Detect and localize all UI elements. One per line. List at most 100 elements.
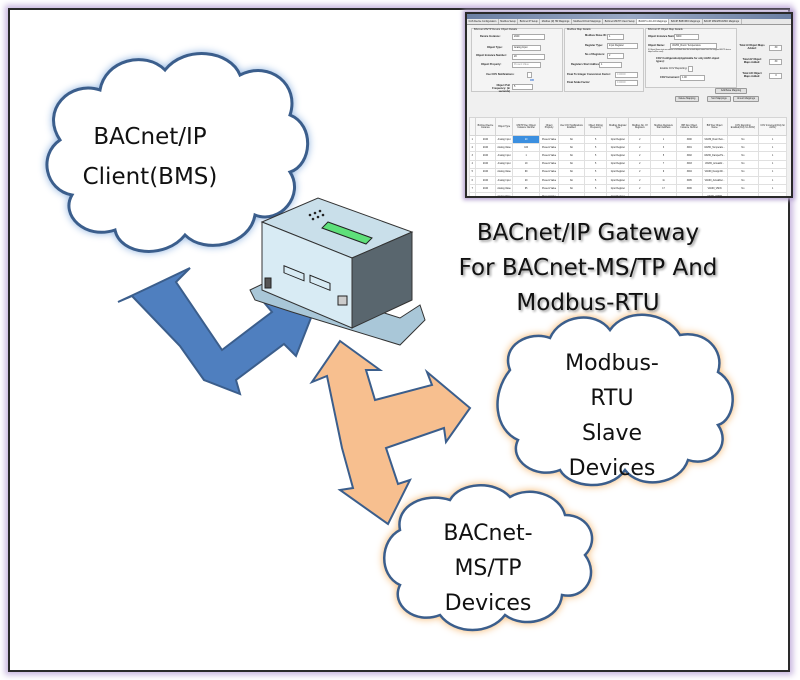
- table-cell[interactable]: 95: [511, 184, 541, 194]
- tab-8[interactable]: BACIP MSI/MSV/MSO Mappings: [703, 19, 742, 24]
- cov-increment-input[interactable]: 1.00: [680, 75, 705, 81]
- table-cell[interactable]: No: [726, 175, 760, 186]
- table-cell[interactable]: 2040: [474, 143, 497, 153]
- table-cell[interactable]: No: [726, 159, 760, 169]
- table-cell[interactable]: 2: [628, 151, 652, 161]
- object-type-select[interactable]: Analog Input: [512, 45, 541, 51]
- table-cell[interactable]: Present Value: [539, 151, 559, 161]
- table-cell[interactable]: VAV#0_Temperatu...: [701, 143, 728, 153]
- table-cell[interactable]: 1: [758, 159, 787, 169]
- table-cell[interactable]: VAV#0_VNOM: [701, 192, 728, 196]
- float-int-input[interactable]: 0.00000: [615, 72, 638, 78]
- table-cell[interactable]: Input Register: [606, 151, 630, 161]
- table-cell[interactable]: 3002: [675, 151, 703, 161]
- table-cell[interactable]: 9: [650, 167, 677, 177]
- table-cell[interactable]: 1: [511, 151, 541, 161]
- tab-2[interactable]: BACnet IP Setup: [518, 19, 541, 24]
- table-cell[interactable]: No: [557, 175, 586, 186]
- table-cell[interactable]: 17: [650, 184, 677, 194]
- object-name-input[interactable]: VAV#0_Room Temperature: [670, 43, 717, 49]
- table-cell[interactable]: 1: [758, 151, 787, 161]
- table-cell[interactable]: 7: [650, 159, 677, 169]
- cov-notifications-checkbox[interactable]: [527, 72, 532, 78]
- table-cell[interactable]: 1: [758, 175, 787, 186]
- table-cell[interactable]: Input Register: [606, 134, 630, 145]
- tab-4[interactable]: Modbus DI/Coil Mappings: [572, 19, 604, 24]
- table-cell[interactable]: 2: [628, 184, 652, 194]
- table-cell[interactable]: 99: [511, 167, 541, 177]
- column-header[interactable]: MS/TP Dev Object Instance Number: [511, 117, 541, 136]
- table-cell[interactable]: Analog Value: [495, 192, 513, 196]
- table-cell[interactable]: 19: [511, 159, 541, 169]
- float-scale-input[interactable]: 0.00000: [615, 80, 638, 86]
- table-cell[interactable]: 1: [758, 192, 787, 196]
- table-cell[interactable]: VAV#0_DamperPo...: [701, 151, 728, 161]
- table-cell[interactable]: 29: [511, 175, 541, 186]
- num-registers-select[interactable]: 2: [607, 53, 624, 59]
- table-cell[interactable]: 19: [650, 192, 677, 196]
- table-cell[interactable]: 1: [758, 134, 787, 145]
- table-cell[interactable]: Input Register: [606, 143, 630, 153]
- column-header[interactable]: COV Reporting Enabled(Only for AI/AV): [726, 117, 760, 136]
- table-cell[interactable]: No: [557, 167, 586, 177]
- add-save-mapping-button[interactable]: Add/Save Mapping: [715, 88, 747, 94]
- table-cell[interactable]: VAV#0_ActualAir...: [701, 159, 728, 169]
- table-cell[interactable]: VAV#0_ActualDel...: [701, 175, 728, 186]
- table-cell[interactable]: Present Value: [539, 184, 559, 194]
- table-cell[interactable]: 2040: [474, 159, 497, 169]
- table-cell[interactable]: 3003: [675, 159, 703, 169]
- table-cell[interactable]: 3: [650, 143, 677, 153]
- table-cell[interactable]: Present Value: [539, 192, 559, 196]
- table-cell[interactable]: 2: [628, 175, 652, 186]
- table-cell[interactable]: Analog Value: [495, 167, 513, 177]
- table-cell[interactable]: 5: [584, 143, 608, 153]
- enable-cov-checkbox[interactable]: [688, 66, 693, 72]
- poll-frequency-input[interactable]: 5: [512, 84, 533, 90]
- table-cell[interactable]: Present Value: [539, 134, 559, 145]
- column-header[interactable]: BIP Dev Object Instance Number: [675, 117, 703, 136]
- tab-6[interactable]: BACIP to AV AO Mappings: [637, 19, 670, 24]
- table-cell[interactable]: 2040: [474, 192, 497, 196]
- table-cell[interactable]: No: [557, 134, 586, 145]
- table-cell[interactable]: No: [726, 143, 760, 153]
- table-cell[interactable]: 1: [758, 167, 787, 177]
- table-cell[interactable]: 5: [584, 159, 608, 169]
- table-cell[interactable]: 3001: [675, 143, 703, 153]
- tab-7[interactable]: BACIP BI/BV/BO Mappings: [669, 19, 703, 24]
- table-cell[interactable]: 2040: [474, 167, 497, 177]
- table-cell[interactable]: Analog Input: [495, 151, 513, 161]
- table-cell[interactable]: No: [557, 151, 586, 161]
- table-cell[interactable]: No: [557, 159, 586, 169]
- table-cell[interactable]: 5: [584, 167, 608, 177]
- table-cell[interactable]: Input Register: [606, 159, 630, 169]
- table-cell[interactable]: No: [726, 184, 760, 194]
- table-cell[interactable]: 5: [584, 134, 608, 145]
- tab-0[interactable]: CAS Device Configuration: [467, 19, 499, 24]
- register-type-select[interactable]: Input Register: [607, 43, 638, 49]
- table-cell[interactable]: Present Value: [539, 159, 559, 169]
- table-cell[interactable]: 2: [628, 159, 652, 169]
- table-cell[interactable]: No: [726, 167, 760, 177]
- table-cell[interactable]: No: [557, 184, 586, 194]
- delete-mapping-button[interactable]: Delete Mapping: [675, 96, 699, 102]
- table-cell[interactable]: Analog Input: [495, 175, 513, 186]
- table-cell[interactable]: 2040: [474, 134, 497, 145]
- column-header[interactable]: COV Increment(Only for AI/AV): [758, 117, 787, 136]
- table-cell[interactable]: 3004: [675, 167, 703, 177]
- column-header[interactable]: BIP Dev Object Name: [701, 117, 728, 136]
- table-cell[interactable]: 100: [511, 143, 541, 153]
- table-cell[interactable]: No: [726, 151, 760, 161]
- table-cell[interactable]: VAV#0_DesignCF...: [701, 167, 728, 177]
- column-header[interactable]: Object Polling Frequency: [584, 117, 608, 136]
- column-header[interactable]: Modbus No. Of Registers: [628, 117, 652, 136]
- column-header[interactable]: BACnet Device Instance: [474, 117, 497, 136]
- object-property-select[interactable]: Present Value: [512, 62, 541, 68]
- table-cell[interactable]: 5: [584, 192, 608, 196]
- table-cell[interactable]: Analog Value: [495, 143, 513, 153]
- table-cell[interactable]: 3006: [675, 184, 703, 194]
